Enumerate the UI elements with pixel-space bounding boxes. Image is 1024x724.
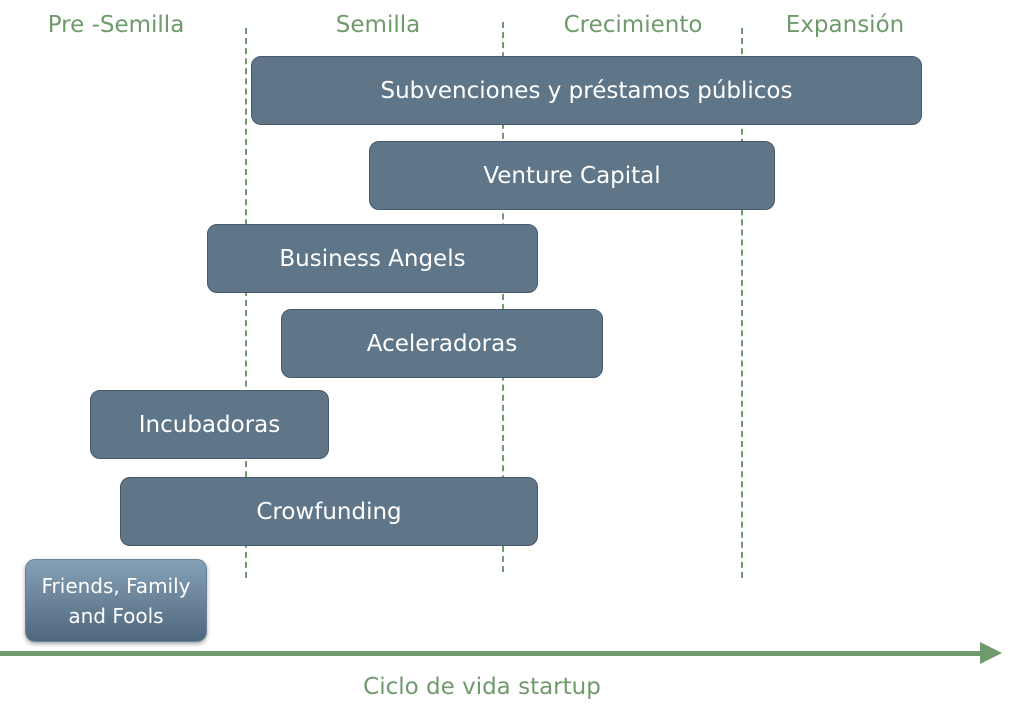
bar-subvenciones: Subvenciones y préstamos públicos bbox=[251, 56, 922, 125]
stage-label-semilla: Semilla bbox=[335, 12, 421, 38]
axis-label: Ciclo de vida startup bbox=[363, 674, 601, 700]
arrow-head-icon bbox=[980, 642, 1002, 664]
bar-incubadoras: Incubadoras bbox=[90, 390, 329, 459]
bar-crowfunding: Crowfunding bbox=[120, 477, 538, 546]
stage-label-pre-semilla: Pre -Semilla bbox=[47, 12, 185, 38]
stage-label-crecimiento: Crecimiento bbox=[563, 12, 703, 38]
stage-label-expansion: Expansión bbox=[785, 12, 905, 38]
stage-divider-3 bbox=[741, 28, 743, 578]
stage-divider-2 bbox=[502, 22, 504, 572]
stage-divider-1 bbox=[245, 28, 247, 578]
timeline-axis bbox=[0, 651, 986, 656]
bar-aceleradoras: Aceleradoras bbox=[281, 309, 603, 378]
bar-business-angels: Business Angels bbox=[207, 224, 538, 293]
bar-venture-capital: Venture Capital bbox=[369, 141, 775, 210]
bar-friends-family-fools: Friends, Family and Fools bbox=[25, 559, 207, 642]
